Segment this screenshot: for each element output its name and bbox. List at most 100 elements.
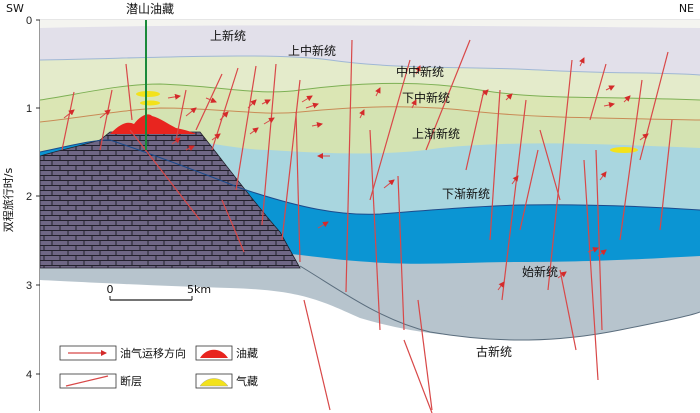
migration-arrow-16	[411, 99, 417, 109]
fault-line-1	[99, 89, 113, 151]
basement-buried-hill	[40, 131, 301, 269]
gas-pool-2	[140, 100, 160, 106]
migration-arrow-7	[261, 99, 271, 105]
fault-line-11	[129, 129, 201, 221]
fault-line-29	[659, 119, 673, 231]
y-axis-ticks: 0 1 2 3 4	[26, 15, 40, 381]
fault-line-7	[261, 63, 277, 226]
scale-start: 0	[107, 283, 114, 296]
fault-line-19	[489, 89, 501, 241]
migration-arrow-2	[167, 93, 181, 100]
fault-line-17	[425, 39, 471, 151]
fault-line-0	[61, 91, 75, 151]
fault-line-9	[295, 111, 301, 263]
migration-arrow-18	[317, 221, 329, 229]
legend-fault-icon	[65, 375, 109, 387]
y-tick-2: 2	[26, 191, 32, 203]
label-shangjianxin: 上渐新统	[412, 126, 460, 141]
fault-line-21	[519, 149, 539, 231]
migration-arrow-14	[375, 87, 381, 97]
fault-line-6	[235, 65, 257, 191]
migration-arrow-25	[599, 171, 607, 181]
faults	[61, 39, 673, 413]
migration-arrow-4	[185, 107, 197, 117]
migration-arrow-11	[311, 122, 323, 128]
migration-arrow-20	[505, 93, 513, 101]
y-tick-0: 0	[26, 15, 32, 27]
migration-arrow-5	[219, 111, 229, 121]
fault-line-13	[369, 129, 381, 331]
migration-arrow-10	[305, 102, 319, 109]
layer-guxin-lower	[300, 264, 700, 341]
strata-labels: 上新统 上中新统 中中新统 下中新统 上渐新统 下渐新统 始新统 古新统	[210, 28, 558, 359]
migration-arrow-33	[171, 137, 181, 145]
migration-arrow-3	[205, 97, 217, 103]
y-tick-1: 1	[26, 103, 32, 115]
fault-line-25	[595, 149, 603, 331]
migration-arrow-34	[185, 145, 195, 151]
migration-arrows	[63, 57, 649, 291]
fault-line-22	[547, 59, 573, 291]
fault-line-24	[559, 269, 577, 351]
fault-line-15	[369, 59, 411, 201]
migration-arrow-31	[587, 247, 599, 253]
stratum-boundaries	[40, 55, 700, 341]
y-axis-label: 双程旅行时/s	[1, 168, 15, 233]
corner-ne: NE	[679, 2, 694, 15]
y-tick-4: 4	[26, 369, 32, 381]
fault-line-4	[195, 73, 223, 131]
gas-pool-3	[610, 147, 638, 153]
fault-line-8	[281, 79, 301, 241]
scale-end: 5km	[187, 283, 211, 296]
scale-bar: 0 5km	[107, 283, 211, 301]
corner-sw: SW	[6, 2, 24, 15]
gas-pool-1	[136, 91, 160, 97]
migration-arrow-27	[639, 133, 649, 141]
migration-arrow-13	[359, 109, 365, 119]
migration-arrow-9	[301, 95, 313, 103]
migration-arrow-30	[557, 271, 567, 279]
migration-arrow-23	[605, 85, 615, 91]
fault-line-14	[397, 175, 405, 331]
migration-arrow-15	[415, 65, 421, 75]
migration-arrow-32	[211, 133, 221, 141]
migration-arrow-29	[497, 281, 505, 291]
legend-gas-icon	[199, 378, 229, 387]
legend-fault-label: 断层	[120, 374, 142, 388]
migration-arrow-19	[481, 89, 489, 97]
migration-arrow-1	[99, 109, 111, 119]
fault-line-12	[345, 39, 353, 293]
fault-line-2	[125, 63, 133, 121]
fault-line-32	[403, 339, 433, 413]
migration-arrow-26	[623, 95, 631, 103]
label-xiazhongxin: 下中新统	[402, 90, 450, 105]
fault-line-31	[303, 299, 331, 411]
migration-arrow-0	[63, 109, 75, 119]
legend-oil-label: 油藏	[236, 346, 258, 360]
fault-line-26	[583, 159, 599, 381]
migration-arrow-28	[249, 127, 259, 135]
migration-arrow-8	[263, 117, 275, 125]
label-shangzhongxin: 上中新统	[288, 43, 336, 58]
fault-line-30	[589, 63, 607, 121]
migration-arrow-22	[579, 57, 585, 67]
fault-line-16	[417, 299, 433, 411]
fault-line-18	[465, 89, 485, 171]
migration-arrow-24	[603, 102, 615, 108]
fault-line-10	[221, 199, 245, 253]
label-shixin: 始新统	[522, 264, 558, 279]
fault-line-23	[539, 129, 561, 201]
fault-line-27	[619, 79, 643, 241]
migration-arrow-21	[511, 175, 519, 185]
migration-arrow-35	[597, 249, 607, 257]
label-xiajianxin: 下渐新统	[442, 186, 490, 201]
y-tick-3: 3	[26, 280, 32, 292]
label-shangxin: 上新统	[210, 28, 246, 43]
oil-pool	[110, 114, 196, 134]
label-zhongzhongxin: 中中新统	[396, 64, 444, 79]
migration-arrow-6	[247, 99, 257, 109]
fault-line-20	[501, 99, 527, 301]
legend-gas-label: 气藏	[236, 374, 258, 388]
well-label: 潜山油藏	[126, 2, 174, 16]
